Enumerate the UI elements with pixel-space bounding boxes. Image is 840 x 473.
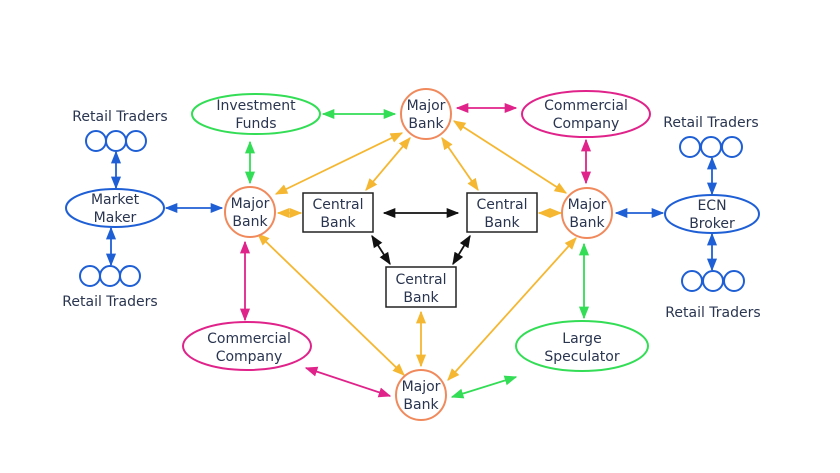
svg-text:Large: Large	[562, 331, 601, 347]
central-bank-bottom-node: Central Bank	[385, 266, 457, 308]
large-speculator-node: Large Speculator	[515, 320, 649, 372]
svg-text:Major: Major	[231, 196, 270, 212]
svg-text:Company: Company	[216, 349, 283, 365]
major-bank-bottom-node: Major Bank	[395, 369, 447, 421]
retail-trader-ring	[723, 270, 745, 292]
svg-text:Bank: Bank	[569, 215, 605, 231]
retail-traders-top-left-rings	[85, 130, 147, 152]
svg-text:Bank: Bank	[408, 116, 444, 132]
retail-trader-ring	[105, 130, 127, 152]
edge-central-right-central-bottom	[452, 234, 471, 266]
svg-text:Company: Company	[553, 116, 620, 132]
edge-right-bank-bottom-bank	[447, 237, 577, 381]
edge-top-bank-right-bank	[452, 120, 568, 194]
major-bank-left-node: Major Bank	[224, 186, 276, 238]
edge-top-bank-central-left	[365, 137, 411, 191]
retail-traders-bottom-right-rings	[681, 270, 745, 292]
central-bank-left-node: Central Bank	[302, 192, 374, 233]
edges	[105, 102, 718, 399]
retail-traders-top-left-label: Retail Traders	[72, 109, 167, 125]
edge-commercial-bottom-bottom-bank	[304, 366, 392, 398]
retail-traders-top-right-label: Retail Traders	[663, 115, 758, 131]
svg-text:Market: Market	[91, 192, 140, 208]
retail-trader-ring	[681, 270, 703, 292]
retail-trader-ring	[125, 130, 147, 152]
major-bank-right-node: Major Bank	[561, 187, 613, 239]
svg-text:Commercial: Commercial	[544, 98, 628, 114]
svg-text:ECN: ECN	[697, 198, 726, 214]
edge-central-left-central-bottom	[371, 234, 391, 266]
retail-traders-bottom-left-rings	[79, 265, 141, 287]
retail-trader-ring	[79, 265, 101, 287]
retail-traders-bottom-right-label: Retail Traders	[665, 305, 760, 321]
retail-trader-ring	[119, 265, 141, 287]
svg-text:Major: Major	[407, 98, 446, 114]
commercial-company-bottom-node: Commercial Company	[182, 321, 312, 371]
retail-traders-bottom-left-label: Retail Traders	[62, 294, 157, 310]
retail-trader-ring	[700, 136, 722, 158]
svg-text:Central: Central	[477, 197, 528, 213]
ecn-broker-node: ECN Broker	[664, 194, 760, 234]
retail-trader-ring	[721, 136, 743, 158]
edge-left-bank-bottom-bank	[257, 233, 405, 376]
market-maker-node: Market Maker	[65, 188, 165, 228]
retail-trader-ring	[85, 130, 107, 152]
svg-text:Bank: Bank	[403, 397, 439, 413]
edge-top-bank-central-right	[441, 136, 479, 192]
retail-trader-ring	[702, 270, 724, 292]
svg-text:Bank: Bank	[232, 214, 268, 230]
svg-text:Central: Central	[313, 197, 364, 213]
svg-text:Major: Major	[568, 197, 607, 213]
retail-trader-ring	[99, 265, 121, 287]
investment-funds-node: Investment Funds	[191, 93, 321, 135]
central-bank-right-node: Central Bank	[466, 192, 538, 233]
commercial-company-top-node: Commercial Company	[521, 90, 651, 138]
edge-top-bank-left-bank	[274, 132, 404, 195]
retail-traders-top-right-rings	[679, 136, 743, 158]
svg-text:Maker: Maker	[94, 210, 137, 226]
svg-text:Major: Major	[402, 379, 441, 395]
svg-text:Investment: Investment	[216, 98, 296, 114]
major-bank-top-node: Major Bank	[400, 88, 452, 140]
svg-text:Broker: Broker	[689, 216, 735, 232]
svg-text:Commercial: Commercial	[207, 331, 291, 347]
svg-text:Central: Central	[396, 272, 447, 288]
svg-text:Speculator: Speculator	[544, 349, 619, 365]
svg-text:Bank: Bank	[320, 215, 356, 231]
svg-text:Bank: Bank	[403, 290, 439, 306]
retail-trader-ring	[679, 136, 701, 158]
svg-text:Funds: Funds	[235, 116, 276, 132]
svg-text:Bank: Bank	[484, 215, 520, 231]
edge-large-speculator-bottom-bank	[450, 375, 518, 399]
